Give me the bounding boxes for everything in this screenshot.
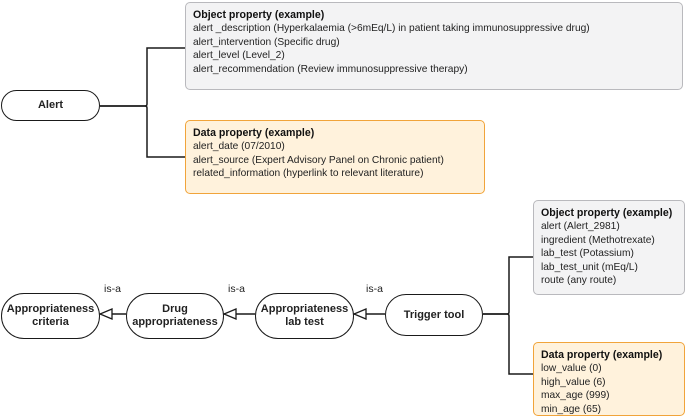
is-a-label: is-a — [228, 283, 245, 295]
trigger-data-line: max_age (999) — [541, 390, 610, 402]
node-label-line: appropriateness — [132, 316, 218, 328]
node-label-line: criteria — [32, 316, 69, 328]
trigger-data-line: low_value (0) — [541, 363, 602, 375]
trigger-object-heading: Object property (example) — [541, 207, 673, 219]
trigger-data-line: high_value (6) — [541, 376, 606, 388]
trigger-object-line: lab_test (Potassium) — [541, 248, 634, 260]
alert-object-line: alert _description (Hyperkalaemia (>6mEq… — [193, 23, 590, 35]
trigger-to-data-connector — [483, 313, 533, 375]
node-label-line: lab test — [285, 316, 324, 328]
alert-to-object-connector — [100, 47, 186, 107]
is-a-label: is-a — [104, 283, 121, 295]
alert-object-property-box: Object property (example) alert _descrip… — [185, 2, 683, 90]
trigger-tool-node: Trigger tool — [385, 294, 483, 336]
alert-data-line: alert_date (07/2010) — [193, 141, 285, 153]
alert-object-line: alert_level (Level_2) — [193, 50, 285, 62]
alert-object-line: alert_intervention (Specific drug) — [193, 36, 340, 48]
alert-node-label: Alert — [37, 99, 64, 111]
is-a-label: is-a — [366, 283, 383, 295]
trigger-object-property-box: Object property (example) alert (Alert_2… — [533, 200, 685, 295]
trigger-to-object-connector — [483, 256, 533, 315]
trigger-object-line: alert (Alert_2981) — [541, 221, 620, 233]
alert-to-data-connector — [100, 105, 186, 158]
trigger-data-line: min_age (65) — [541, 403, 602, 415]
alert-data-property-box: Data property (example) alert_date (07/2… — [185, 120, 485, 194]
node-label-line: Appropriateness — [6, 303, 95, 315]
trigger-object-line: lab_test_unit (mEq/L) — [541, 261, 638, 273]
alert-object-heading: Object property (example) — [193, 9, 325, 21]
node-label-line: Drug — [162, 303, 188, 315]
alert-object-line: alert_recommendation (Review immunosuppr… — [193, 63, 468, 75]
trigger-data-heading: Data property (example) — [541, 349, 663, 361]
trigger-object-line: ingredient (Methotrexate) — [541, 234, 655, 246]
trigger-data-property-box: Data property (example) low_value (0) hi… — [533, 342, 685, 416]
alert-data-line: related_information (hyperlink to releva… — [193, 168, 424, 180]
node-label-line: Appropriateness — [260, 303, 349, 315]
alert-data-line: alert_source (Expert Advisory Panel on C… — [193, 154, 444, 166]
trigger-tool-label: Trigger tool — [403, 308, 465, 321]
alert-data-heading: Data property (example) — [193, 127, 315, 139]
trigger-object-line: route (any route) — [541, 275, 617, 287]
alert-node: Alert — [1, 90, 100, 121]
